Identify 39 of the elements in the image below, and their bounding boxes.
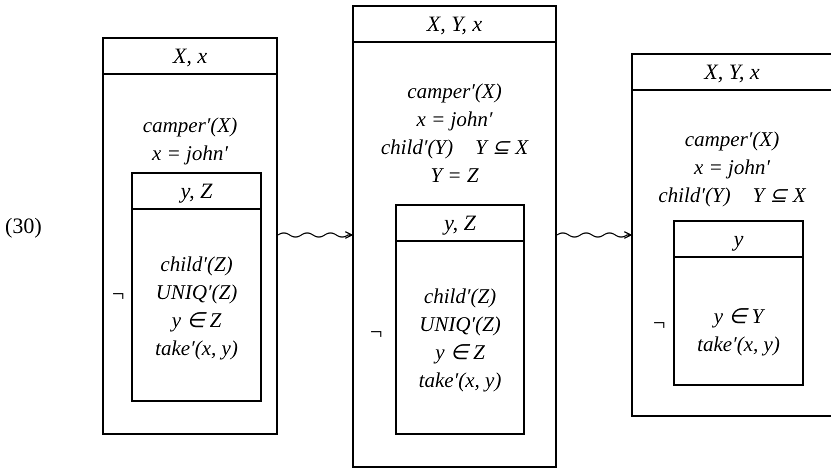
condition-text: y ∈ Z (435, 339, 485, 366)
universe-header: y, Z (133, 174, 260, 210)
condition-text: camper′(X) (684, 126, 780, 153)
condition-text: child′(Z) (424, 283, 496, 310)
condition-text: x = john′ (694, 154, 770, 181)
condition-text: take′(x, y) (418, 367, 502, 394)
condition-text: camper′(X) (142, 112, 238, 139)
condition-text: child′(Z) (160, 251, 233, 278)
condition-text: child′(Y) (380, 134, 454, 161)
condition-text: child′(Y) (658, 182, 731, 209)
drs-box (102, 37, 278, 435)
condition-text: x = john′ (152, 140, 228, 167)
drs-box (352, 5, 557, 468)
example-number: (30) (5, 213, 42, 239)
condition-text: UNIQ′(Z) (156, 279, 238, 306)
condition-text: Y ⊆ X (752, 182, 806, 209)
drs-box (131, 172, 262, 402)
universe-header: X, x (104, 39, 276, 75)
universe-header: y, Z (397, 206, 523, 242)
drs-box (395, 204, 525, 435)
condition-text: y ∈ Y (714, 303, 764, 330)
squiggle-arrow (556, 231, 632, 239)
condition-text: UNIQ′(Z) (419, 311, 501, 338)
drs-box (673, 220, 804, 386)
negation-sign: ¬ (370, 320, 382, 344)
universe-header: X, Y, x (633, 55, 831, 91)
drs-box (631, 53, 831, 417)
negation-sign: ¬ (112, 282, 124, 306)
condition-text: x = john′ (416, 106, 492, 133)
condition-text: Y = Z (430, 162, 479, 189)
condition-text: Y ⊆ X (475, 134, 528, 161)
condition-text: camper′(X) (407, 78, 502, 105)
universe-header: y (675, 222, 802, 258)
universe-header: X, Y, x (354, 7, 555, 43)
condition-text: y ∈ Z (172, 307, 222, 334)
squiggle-arrow (278, 231, 353, 239)
condition-text: take′(x, y) (697, 331, 780, 358)
condition-text: take′(x, y) (155, 335, 238, 362)
negation-sign: ¬ (653, 311, 666, 335)
